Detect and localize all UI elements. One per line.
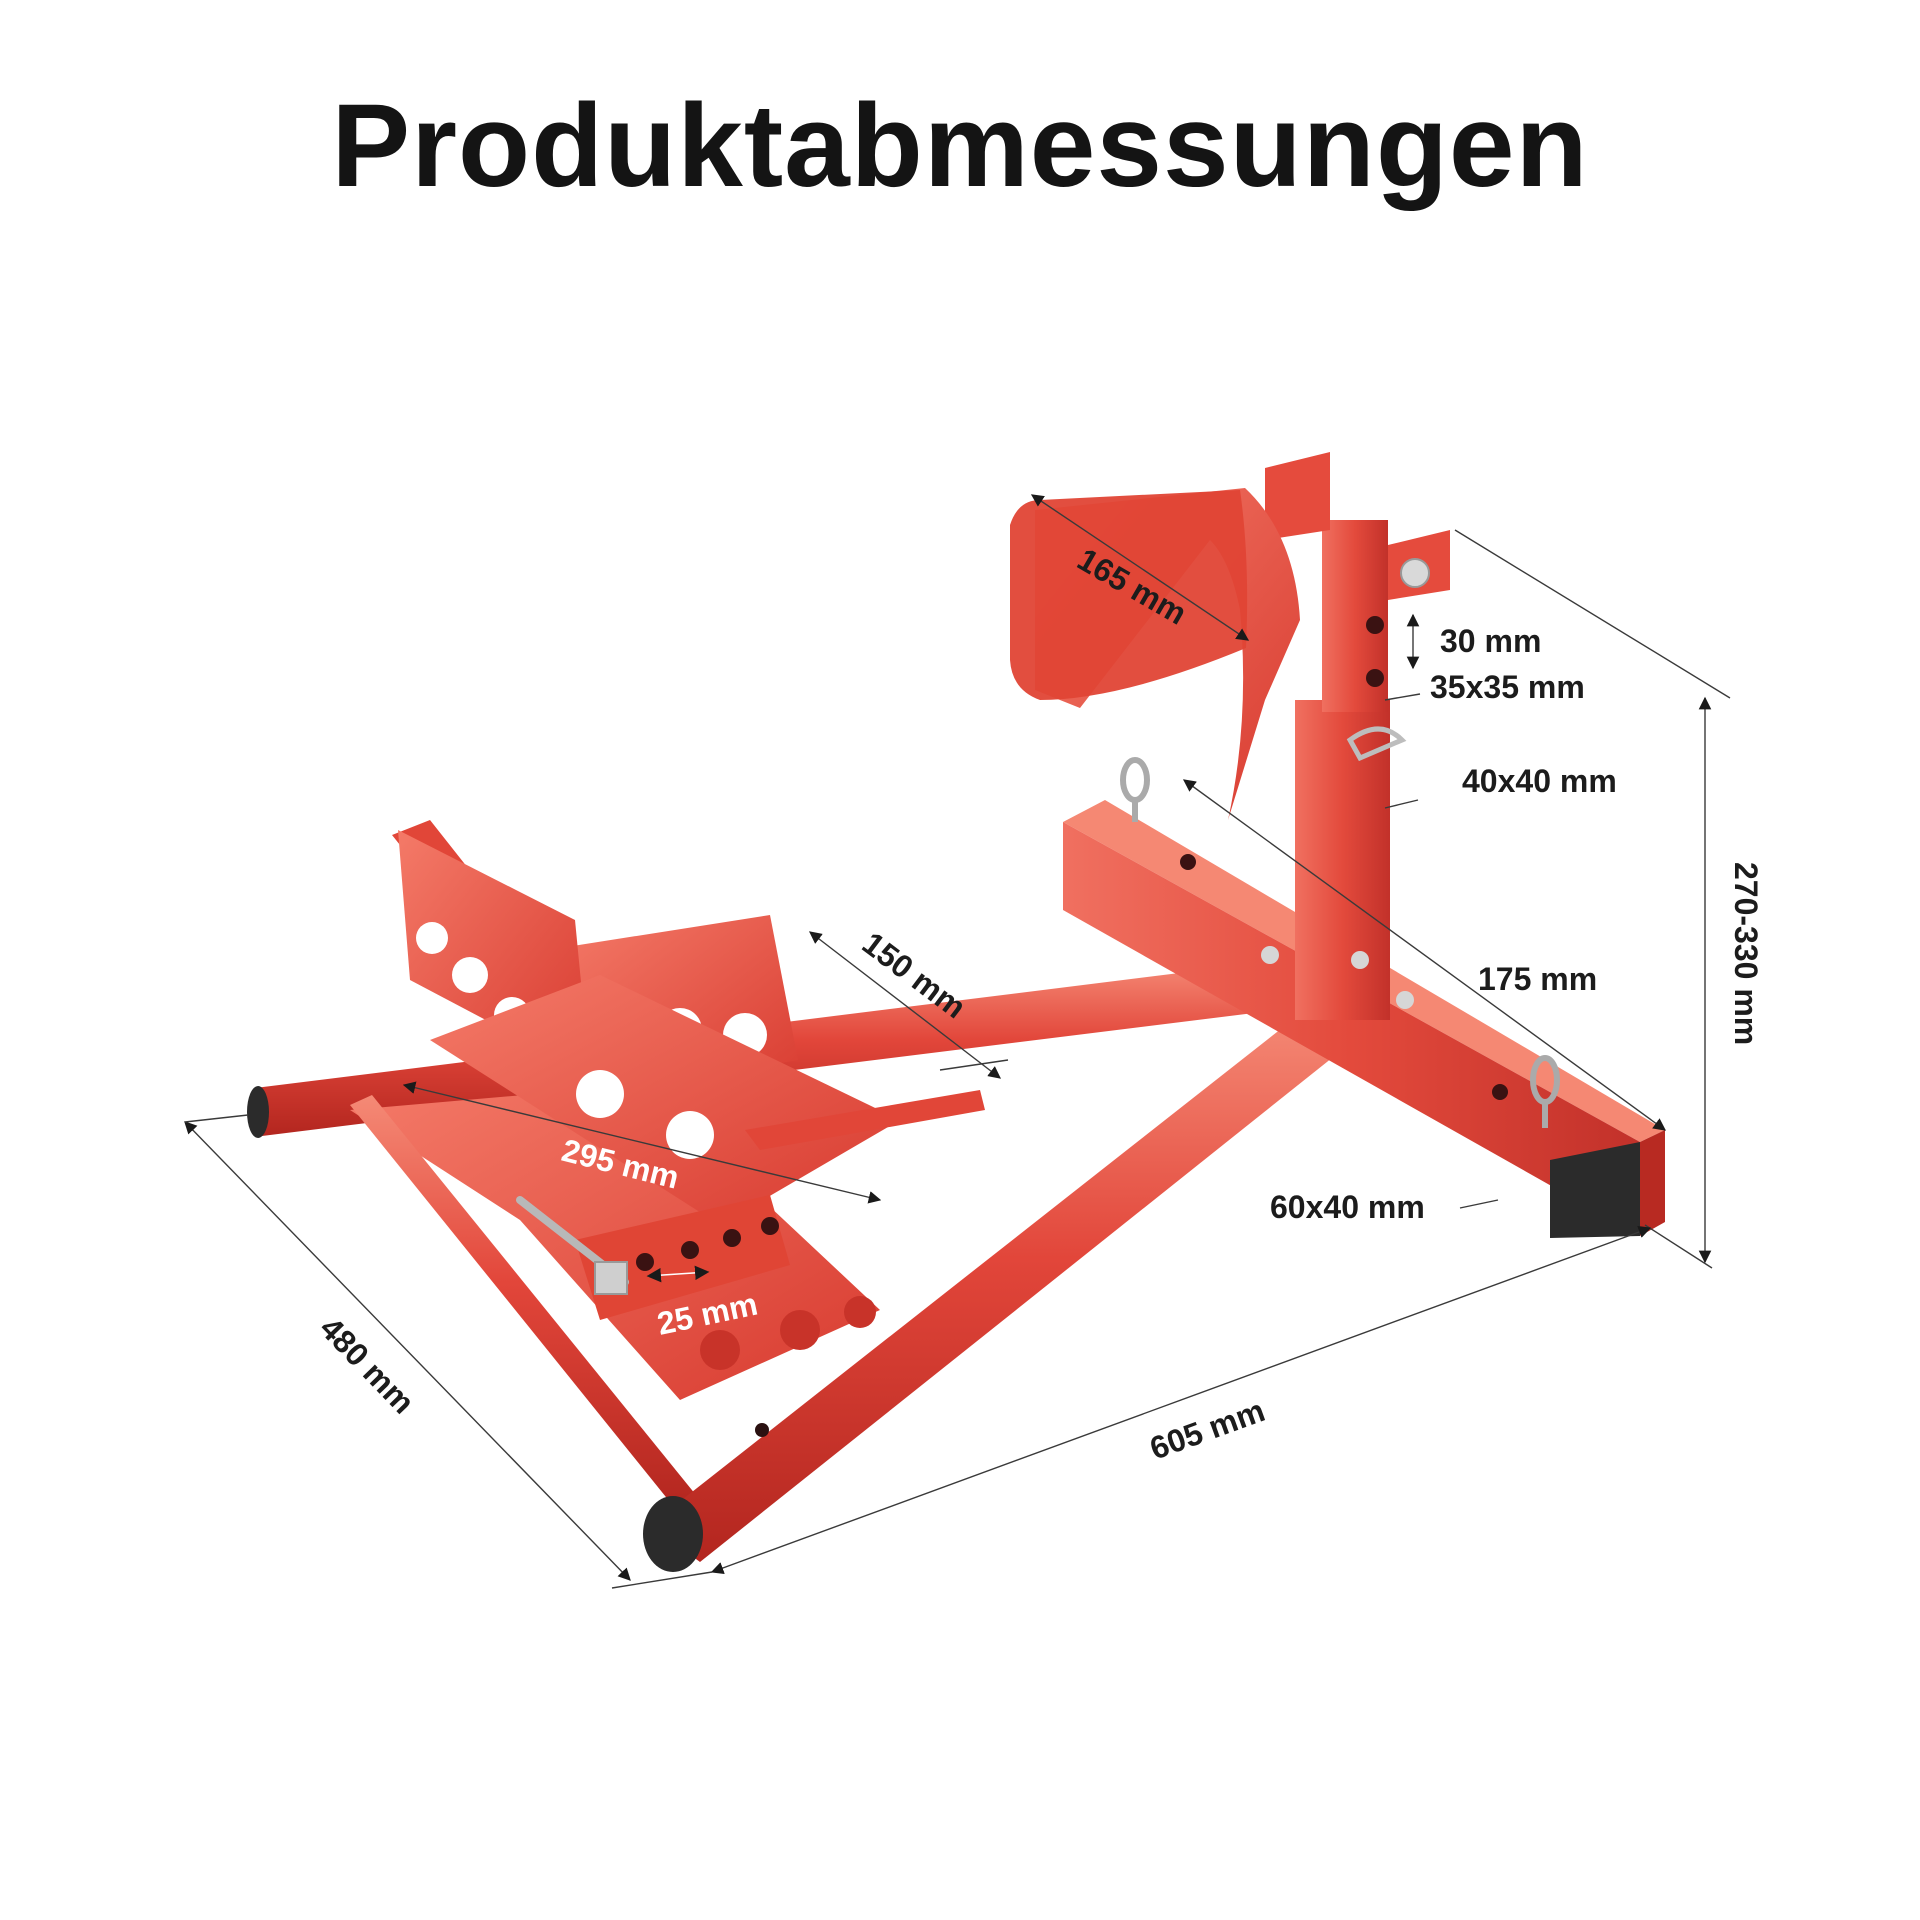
lock-pin — [1346, 726, 1407, 762]
dim-overall-length: 605 mm — [1145, 1392, 1269, 1467]
base-hole — [780, 1310, 820, 1350]
frame-hole — [755, 1423, 769, 1437]
front-plate-hole — [576, 1070, 624, 1118]
post-head-plate — [1265, 452, 1330, 540]
adjuster-hole — [636, 1253, 654, 1271]
dim-height-range: 270-330 mm — [1728, 862, 1764, 1045]
bolt-head — [594, 1261, 628, 1295]
tube-end-cap-rear — [247, 1086, 269, 1138]
post-hole — [1366, 669, 1384, 687]
adjuster-hole — [723, 1229, 741, 1247]
crossbar-rubber-cap — [1550, 1142, 1640, 1238]
adjuster-hole — [681, 1241, 699, 1259]
upright-post-lower — [1295, 700, 1390, 1020]
dim-rear-bar-length: 175 mm — [1478, 961, 1597, 997]
junction-bolt — [1261, 946, 1279, 964]
crossbar-hole — [1492, 1084, 1508, 1100]
dim-rear-bar-profile: 60x40 mm — [1270, 1189, 1425, 1225]
front-plate-hole — [666, 1111, 714, 1159]
page-title: Produktabmessungen — [331, 80, 1589, 212]
upright-post-upper — [1322, 520, 1388, 712]
eye-bolt-left — [1120, 757, 1150, 822]
side-hole — [452, 957, 488, 993]
dim-upper-tube: 35x35 mm — [1430, 669, 1585, 705]
junction-bolt — [1396, 991, 1414, 1009]
base-hole — [844, 1296, 876, 1328]
post-hole — [1366, 616, 1384, 634]
base-hole — [700, 1330, 740, 1370]
front-foot-cap — [643, 1496, 703, 1572]
dim-overall-width: 480 mm — [313, 1310, 422, 1421]
side-hole — [416, 922, 448, 954]
adjuster-hole — [761, 1217, 779, 1235]
junction-bolt — [1351, 951, 1369, 969]
measurement-lines — [184, 494, 1731, 1589]
dim-hole-spacing: 30 mm — [1440, 623, 1541, 659]
bolt-washer — [1400, 558, 1430, 588]
dim-lower-tube: 40x40 mm — [1462, 763, 1617, 799]
rear-crossbar-end — [1640, 1130, 1665, 1236]
crossbar-hole — [1180, 854, 1196, 870]
